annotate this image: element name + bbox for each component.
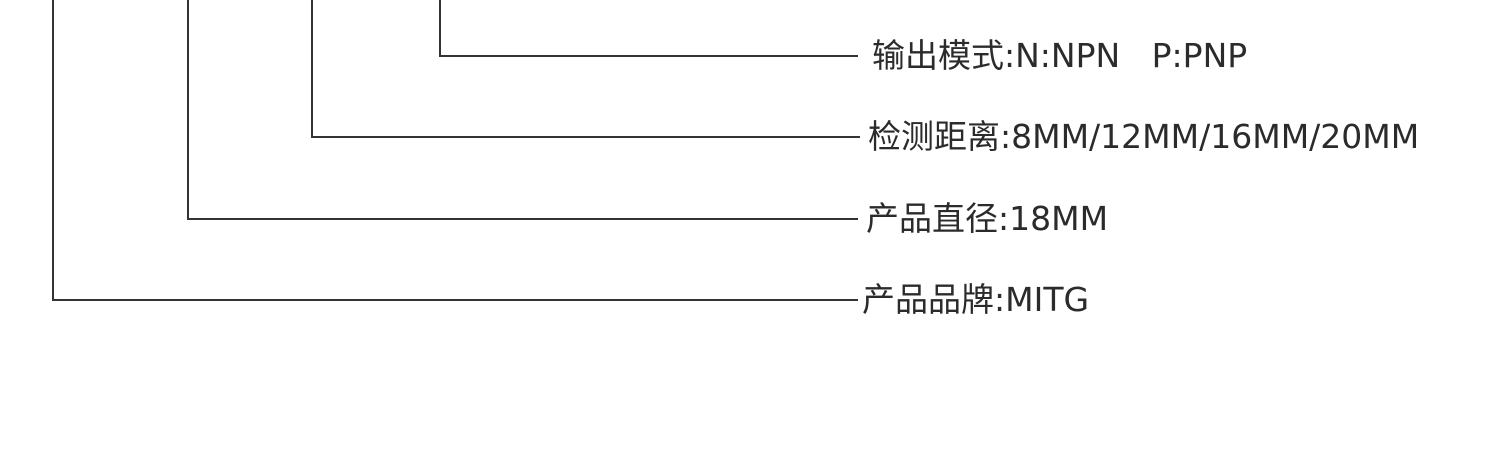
leader-line-detection-distance — [311, 0, 860, 138]
label-detection-distance: 检测距离:8MM/12MM/16MM/20MM — [868, 117, 1419, 156]
leader-line-product-diameter — [187, 0, 858, 220]
label-output-mode: 输出模式:N:NPN P:PNP — [872, 36, 1247, 75]
label-product-diameter: 产品直径:18MM — [866, 199, 1108, 238]
leader-line-output-mode — [439, 0, 858, 57]
leader-line-product-brand — [52, 0, 858, 301]
label-product-brand: 产品品牌:MITG — [862, 280, 1089, 319]
